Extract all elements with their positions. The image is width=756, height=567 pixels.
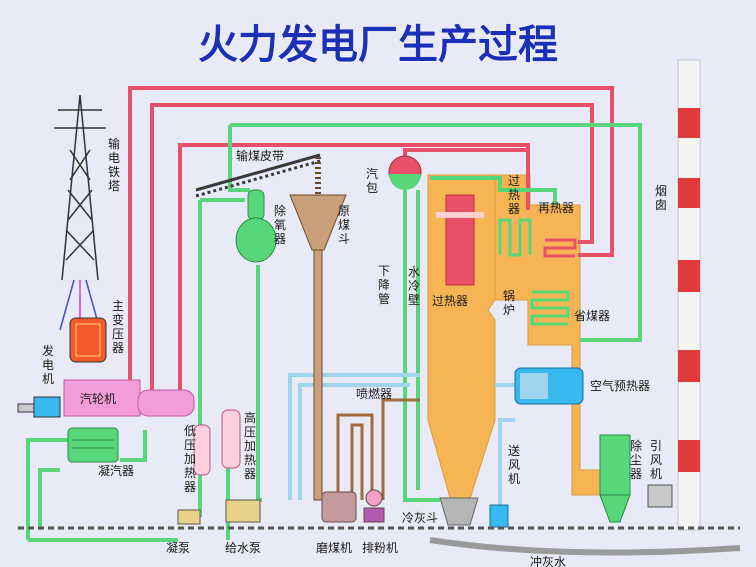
- label-air-preheater: 空气预热器: [590, 378, 650, 393]
- air-pipes: [288, 373, 515, 520]
- label-forced-draft-fan: 送风机: [508, 443, 520, 486]
- label-transmission-tower: 输电铁塔: [108, 136, 120, 193]
- label-turbine: 汽轮机: [80, 391, 116, 406]
- label-condensate-pump: 凝泵: [166, 540, 190, 555]
- page-title: 火力发电厂生产过程: [198, 22, 558, 68]
- label-drum: 汽包: [366, 166, 378, 195]
- label-induced-draft-fan: 引风机: [650, 439, 662, 481]
- coal-duct: [336, 398, 420, 500]
- chimney: [677, 59, 701, 531]
- label-condenser: 凝汽器: [98, 463, 134, 478]
- label-lp-heater: 低压加热器: [184, 424, 196, 494]
- label-exhauster: 排粉机: [362, 541, 398, 555]
- label-generator: 发电机: [42, 343, 54, 386]
- exhauster: [363, 489, 385, 523]
- superheater-coils: [498, 218, 532, 257]
- lp-heater: [193, 424, 211, 476]
- feed-pump: [225, 499, 261, 523]
- label-hp-heater: 高压加热器: [244, 410, 256, 481]
- condenser: [67, 427, 119, 463]
- boiler-body: [427, 174, 606, 506]
- forced-draft-fan: [489, 504, 509, 528]
- deaerator: [235, 189, 277, 263]
- label-boiler: 锅炉: [503, 288, 515, 317]
- main-transformer: [69, 317, 107, 363]
- label-reheater: 再热器: [538, 201, 574, 215]
- label-dust-collector: 除尘器: [630, 438, 642, 481]
- coal-mill: [321, 491, 357, 523]
- coal-conveyor: [195, 153, 321, 198]
- label-burner: 喷燃器: [356, 386, 392, 401]
- label-coal-mill: 磨煤机: [316, 541, 352, 555]
- condensate-pump: [177, 509, 201, 525]
- raw-coal-hopper: [289, 194, 347, 501]
- label-slag-water: 冲灰水: [530, 554, 566, 567]
- label-chimney: 烟囱: [655, 184, 667, 212]
- turbine: [63, 379, 195, 417]
- label-waterwall: 水冷壁: [408, 265, 420, 307]
- induced-draft-fan: [647, 484, 673, 508]
- label-superheater: 过热器: [432, 294, 468, 308]
- label-coal-belt: 输煤皮带: [236, 148, 284, 163]
- economizer-coil: [530, 290, 570, 326]
- drum: [388, 155, 422, 190]
- label-downcomer: 下降管: [378, 264, 390, 306]
- ground-line: [18, 526, 741, 556]
- label-feed-pump: 给水泵: [225, 541, 261, 555]
- hp-heater: [221, 409, 241, 469]
- air-preheater: [514, 367, 584, 405]
- label-superheater-top: 过热器: [508, 174, 520, 216]
- ash-hopper: [439, 497, 479, 526]
- label-raw-coal-hopper: 原煤斗: [338, 204, 350, 246]
- label-ash-hopper: 冷灰斗: [402, 511, 438, 525]
- reheater-coil: [543, 238, 577, 258]
- dust-collector: [599, 434, 631, 523]
- generator: [17, 396, 61, 418]
- label-main-transformer: 主变压器: [112, 299, 124, 355]
- labels: 输电铁塔 主变压器 发电机 除氧器 原煤斗 汽包 下降管 水冷壁 过热器 锅炉 …: [42, 136, 667, 567]
- label-economizer: 省煤器: [574, 309, 610, 323]
- label-deaerator: 除氧器: [274, 203, 286, 246]
